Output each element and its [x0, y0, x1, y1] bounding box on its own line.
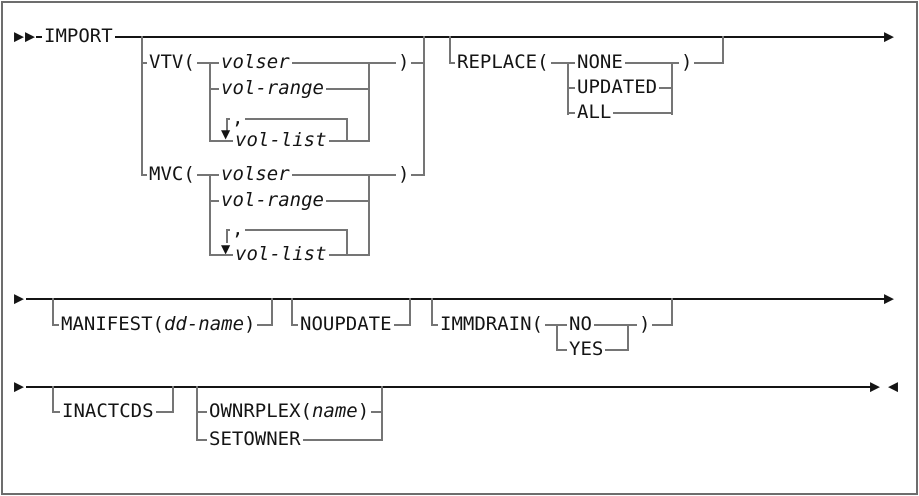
close-paren-manifest: ) [244, 313, 256, 336]
close-paren-ownrplex: ) [357, 400, 370, 423]
keyword-immdrain: IMMDRAIN( [438, 313, 545, 336]
mvc-loop-top-line [226, 229, 348, 231]
option-all: ALL [575, 101, 614, 124]
keyword-setowner: SETOWNER [207, 428, 303, 451]
mvc-loop-rail-left [226, 229, 228, 243]
param-volser-vtv: volser [219, 51, 292, 74]
flow-end-left-icon: ◀ [888, 379, 899, 395]
manifest-rail-left [52, 298, 54, 326]
immdrain-choice-rail-left [556, 324, 558, 351]
param-vol-list-vtv: vol-list [233, 129, 329, 152]
owner-rail-left [196, 386, 198, 441]
keyword-replace: REPLACE( [455, 51, 551, 74]
immdrain-line [431, 324, 673, 326]
param-volser-mvc: volser [219, 163, 292, 186]
main-line-row2 [26, 298, 886, 300]
param-vol-list-mvc: vol-list [233, 243, 329, 266]
vtv-choice-rail-right [368, 62, 370, 142]
mvc-choice-rail-right [368, 174, 370, 256]
option-none: NONE [575, 51, 625, 74]
vtv-loop-rail-left [226, 118, 228, 132]
immdrain-rail-left [431, 298, 433, 326]
option-yes: YES [567, 338, 606, 361]
replace-rail-right [722, 36, 724, 64]
flow-end-right-icon: ▶ [870, 379, 881, 395]
all-line [567, 112, 673, 114]
immdrain-rail-right [671, 298, 673, 326]
main-line-row1 [36, 36, 886, 38]
keyword-manifest: MANIFEST( [61, 313, 164, 336]
keyword-ownrplex: OWNRPLEX( [209, 400, 312, 423]
keyword-import: IMPORT [42, 25, 115, 48]
flow-continue-icon: ▶ [884, 29, 895, 45]
close-paren-mvc: ) [396, 163, 412, 186]
loop-comma-mvc: , [230, 218, 246, 241]
loop-arrow-icon-mvc: ▼ [221, 242, 231, 256]
vtv-loop-top-line [226, 118, 348, 120]
inactcds-rail-right [172, 386, 174, 413]
keyword-vtv: VTV( [147, 51, 197, 74]
keyword-inactcds: INACTCDS [60, 400, 156, 423]
flow-continue-left-icon-row3: ▶ [14, 379, 25, 395]
option-updated: UPDATED [575, 76, 660, 99]
mvc-choice-rail-left [209, 174, 211, 256]
replace-rail-left [449, 36, 451, 64]
close-paren-replace: ) [679, 51, 695, 74]
param-name: name [311, 400, 358, 423]
loop-comma-vtv: , [230, 107, 246, 130]
vtv-loop-rail-right [346, 118, 348, 142]
noupdate-rail-left [291, 298, 293, 326]
keyword-mvc: MVC( [147, 163, 197, 186]
mvc-loop-rail-right [346, 229, 348, 256]
close-paren-vtv: ) [396, 51, 412, 74]
loop-arrow-icon-vtv: ▼ [221, 127, 231, 141]
param-vol-range-vtv: vol-range [219, 77, 326, 100]
main-line-row3 [26, 386, 872, 388]
immdrain-choice-rail-right [627, 324, 629, 351]
branch-rail-right-vtvmvc [423, 36, 425, 176]
inactcds-rail-left [52, 386, 54, 413]
manifest-rail-right [271, 298, 273, 326]
flow-continue-left-icon-row2: ▶ [14, 291, 25, 307]
owner-rail-right [381, 386, 383, 441]
keyword-noupdate: NOUPDATE [298, 313, 394, 336]
flow-continue-right-icon-row2: ▶ [884, 291, 895, 307]
option-no: NO [567, 313, 594, 336]
flow-start-icon: ▶▶ [14, 29, 36, 45]
branch-rail-left-vtvmvc [141, 36, 143, 176]
close-paren-immdrain: ) [637, 313, 653, 336]
noupdate-rail-right [409, 298, 411, 326]
manifest-token: MANIFEST(dd-name) [59, 313, 258, 336]
vtv-choice-rail-left [209, 62, 211, 142]
ownrplex-token: OWNRPLEX(name) [207, 400, 372, 423]
param-dd-name: dd-name [163, 313, 245, 336]
param-vol-range-mvc: vol-range [219, 189, 326, 212]
